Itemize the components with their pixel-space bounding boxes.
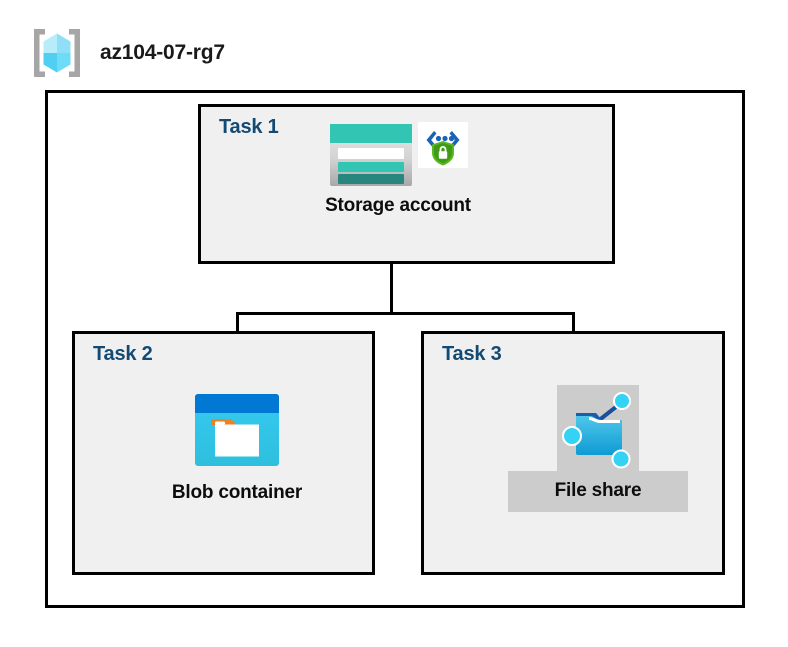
file-share-selection-highlight (557, 385, 639, 471)
task-1-label: Task 1 (219, 116, 279, 138)
connector-horizontal-bus (236, 312, 575, 315)
file-share-icon (562, 392, 631, 469)
storage-account-icon (330, 124, 412, 186)
resource-group-name: az104-07-rg7 (100, 41, 225, 64)
blob-container-icon (195, 394, 279, 466)
node-storage-account[interactable]: Storage account (298, 122, 498, 217)
blob-container-caption: Blob container (171, 482, 303, 503)
file-share-caption-highlight: File share (508, 471, 688, 512)
node-blob-container[interactable]: Blob container (152, 392, 322, 504)
secure-endpoint-shield-icon (418, 122, 468, 168)
connector-storage-trunk (390, 232, 393, 314)
storage-account-icon-row (328, 122, 468, 188)
task-3-label: Task 3 (442, 343, 502, 365)
node-file-share[interactable]: File share (508, 385, 688, 512)
storage-account-caption: Storage account (325, 195, 471, 216)
file-share-caption: File share (554, 480, 642, 501)
resource-group-cube-icon (34, 29, 80, 77)
task-2-label: Task 2 (93, 343, 153, 365)
resource-group-header: az104-07-rg7 (28, 26, 225, 80)
